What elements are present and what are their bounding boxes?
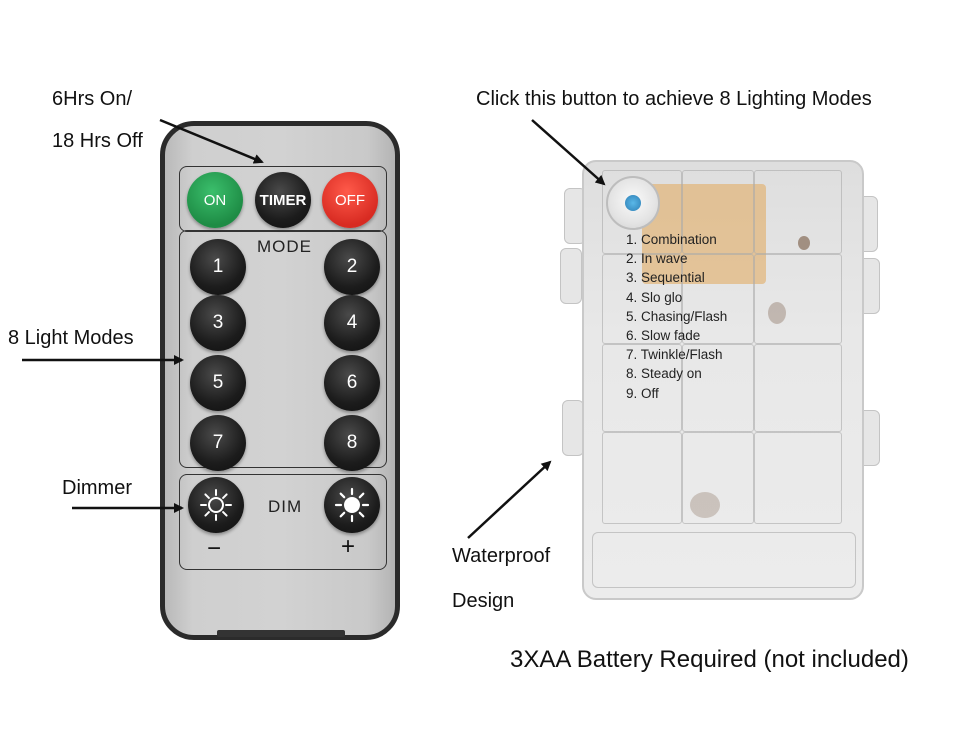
box-mode-item: 6. Slow fade xyxy=(626,328,701,344)
box-mode-item: 5. Chasing/Flash xyxy=(626,308,728,324)
box-mode-item: 8. Steady on xyxy=(626,366,702,382)
compartment-9 xyxy=(754,344,842,432)
mode-8-button[interactable]: 8 xyxy=(324,415,380,471)
compartment-1 xyxy=(602,170,682,254)
compartment-11 xyxy=(682,432,754,524)
box-mode-item: 9. Off xyxy=(626,385,659,401)
compartment-6 xyxy=(754,254,842,344)
dimmer-annotation: Dimmer xyxy=(62,477,132,499)
battery-box xyxy=(582,160,864,600)
box-mode-item: 2. In wave xyxy=(626,251,688,267)
box-mode-item: 1. Combination xyxy=(626,232,717,247)
component-spot-3 xyxy=(690,492,720,518)
dim-plus-sign: + xyxy=(341,533,356,560)
compartment-4 xyxy=(602,254,682,344)
compartment-3 xyxy=(754,170,842,254)
component-spot-1 xyxy=(798,236,810,250)
lighting-mode-button[interactable] xyxy=(606,176,660,230)
left-clip-bottom xyxy=(562,400,584,456)
box-mode-item: 7. Twinkle/Flash xyxy=(626,347,723,363)
compartment-2 xyxy=(682,170,754,254)
compartment-8 xyxy=(682,344,754,432)
top-button-panel: ON TIMER OFF xyxy=(179,166,387,232)
dim-panel: DIM − xyxy=(179,474,387,570)
left-clip-mid xyxy=(560,248,582,304)
component-spot-2 xyxy=(768,302,786,324)
ir-window xyxy=(217,630,345,637)
box-mode-item: 4. Slo glo xyxy=(626,289,683,305)
mode-2-button[interactable]: 2 xyxy=(324,239,380,295)
mode-4-button[interactable]: 4 xyxy=(324,295,380,351)
bottom-rim xyxy=(592,532,856,588)
mode-button-core xyxy=(625,195,641,211)
dim-up-button[interactable] xyxy=(324,477,380,533)
mode-button-annotation: Click this button to achieve 8 Lighting … xyxy=(476,88,872,110)
compartment-7 xyxy=(602,344,682,432)
waterproof-annotation-line2: Design xyxy=(452,590,515,612)
box-mode-item: 3. Sequential xyxy=(626,270,705,286)
light-modes-annotation: 8 Light Modes xyxy=(8,327,134,349)
waterproof-arrow xyxy=(467,460,552,539)
timer-annotation-line1: 6Hrs On/ xyxy=(52,88,133,110)
dim-sun-icon xyxy=(200,489,232,521)
compartment-5 xyxy=(682,254,754,344)
mode-5-button[interactable]: 5 xyxy=(190,355,246,411)
dim-minus-sign: − xyxy=(207,535,222,562)
mode-panel: MODE 1 2 3 4 5 6 7 8 xyxy=(179,230,387,471)
mode-label: MODE xyxy=(257,237,312,256)
timer-annotation-line2: 18 Hrs Off xyxy=(52,130,143,152)
remote-control: ON TIMER OFF MODE 1 2 3 4 5 6 7 8 DIM xyxy=(160,121,400,640)
dim-label: DIM xyxy=(268,497,303,516)
waterproof-annotation-line1: Waterproof xyxy=(452,545,551,567)
mode-7-button[interactable]: 7 xyxy=(190,415,246,471)
bright-sun-icon xyxy=(334,487,370,523)
off-button[interactable]: OFF xyxy=(322,172,378,228)
dim-down-button[interactable] xyxy=(188,477,244,533)
timer-button[interactable]: TIMER xyxy=(255,172,311,228)
mode-6-button[interactable]: 6 xyxy=(324,355,380,411)
box-mode-list: 1. Combination 2. In wave 3. Sequential … xyxy=(626,230,727,403)
battery-annotation: 3XAA Battery Required (not included) xyxy=(510,646,909,673)
compartment-12 xyxy=(754,432,842,524)
compartment-10 xyxy=(602,432,682,524)
mode-3-button[interactable]: 3 xyxy=(190,295,246,351)
mode-1-button[interactable]: 1 xyxy=(190,239,246,295)
circuit-board xyxy=(642,184,766,284)
on-button[interactable]: ON xyxy=(187,172,243,228)
